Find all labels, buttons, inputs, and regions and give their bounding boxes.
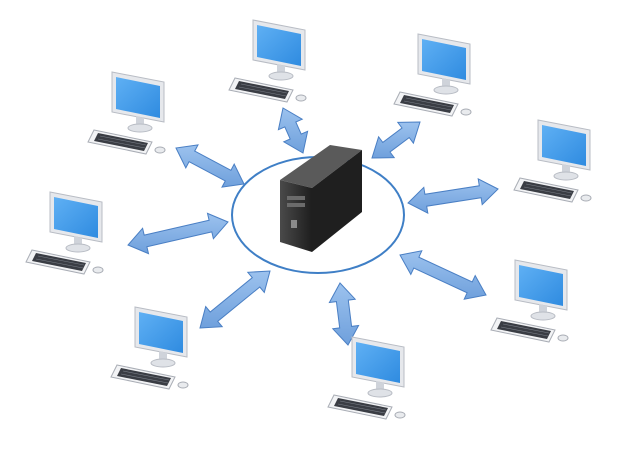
arrow-right — [407, 178, 499, 214]
computer-icon-bottom — [327, 336, 406, 420]
computer-icon-upper-right — [393, 33, 472, 117]
arrow-top — [277, 107, 309, 154]
arrow-left — [127, 212, 229, 255]
server-icon — [280, 145, 362, 252]
connection-arrows — [127, 107, 499, 346]
arrow-upper-right — [371, 121, 421, 159]
computer-icon-top — [228, 19, 307, 103]
arrow-upper-left — [175, 144, 245, 188]
computer-icon-left — [25, 191, 104, 275]
arrow-lower-right — [399, 250, 487, 300]
computer-icon-lower-right — [490, 259, 569, 343]
arrow-lower-left — [199, 270, 271, 329]
computer-icon-upper-left — [87, 71, 166, 155]
computer-icon-right — [513, 119, 592, 203]
arrow-bottom — [328, 282, 360, 346]
computer-icon-lower-left — [110, 306, 189, 390]
